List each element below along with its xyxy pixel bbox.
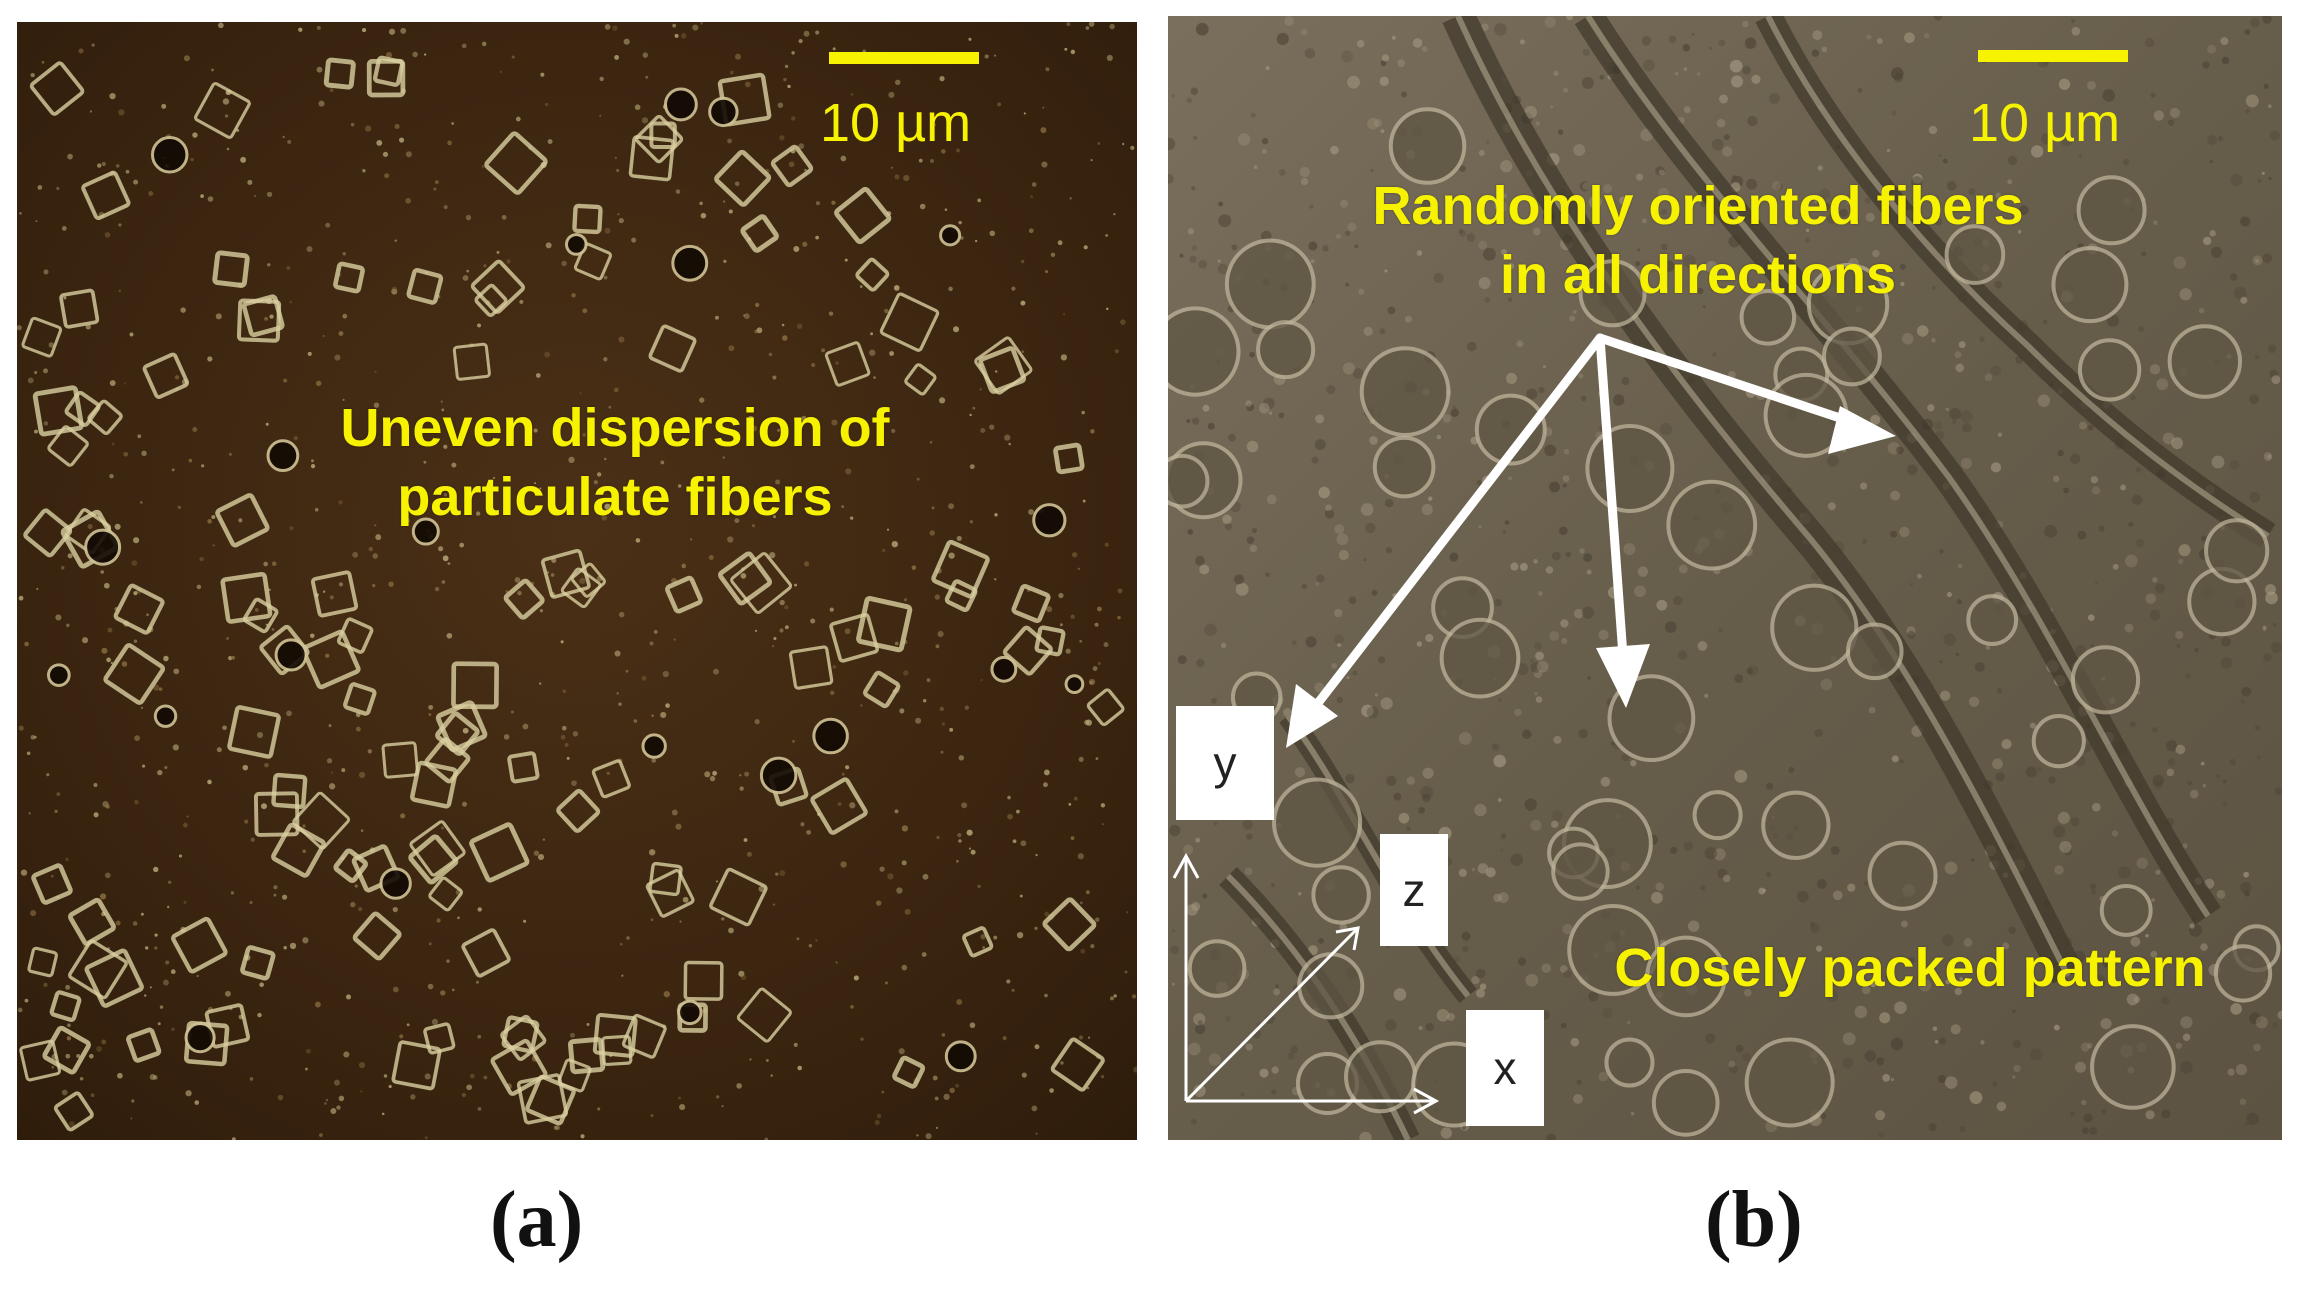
annotation-uneven-line2: particulate fibers bbox=[397, 467, 833, 528]
annotation-randomly-oriented: Randomly oriented fibers in all directio… bbox=[1308, 172, 2088, 310]
axis-label-y: y bbox=[1176, 706, 1274, 820]
coordinate-axes bbox=[1172, 852, 1440, 1115]
fiber-direction-arrowheads bbox=[1286, 406, 1896, 748]
annotation-uneven-line1: Uneven dispersion of bbox=[340, 398, 890, 458]
scale-label-a: 10 µm bbox=[820, 93, 972, 153]
micrograph-a-texture bbox=[17, 22, 1137, 1140]
fiber-direction-arrows bbox=[1303, 333, 1863, 721]
scale-bar-b bbox=[1978, 50, 2128, 62]
annotation-uneven-dispersion: Uneven dispersion of particulate fibers bbox=[285, 394, 945, 532]
axis-label-z: z bbox=[1380, 834, 1448, 946]
micrograph-a: 10 µm Uneven dispersion of particulate f… bbox=[17, 22, 1137, 1140]
caption-b: (b) bbox=[1705, 1176, 1803, 1264]
micrograph-b: 10 µm Randomly oriented fibers in all di… bbox=[1168, 16, 2282, 1140]
annotation-closely-packed: Closely packed pattern bbox=[1614, 938, 2206, 998]
annotation-randomly-line2: in all directions bbox=[1499, 245, 1897, 306]
micrograph-b-texture bbox=[1168, 16, 2282, 1140]
annotation-randomly-line1: Randomly oriented fibers bbox=[1372, 176, 2024, 236]
caption-a: (a) bbox=[490, 1176, 584, 1264]
scale-bar-a bbox=[829, 52, 979, 64]
scale-label-b: 10 µm bbox=[1969, 93, 2121, 153]
axis-label-x: x bbox=[1466, 1010, 1544, 1126]
